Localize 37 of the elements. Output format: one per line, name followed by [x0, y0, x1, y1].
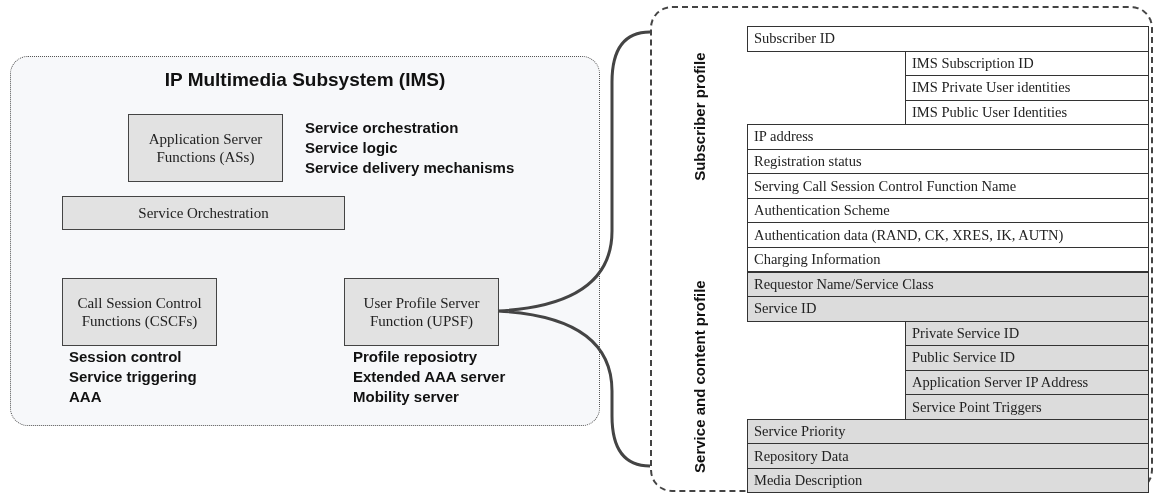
function-box: Call Session Control Functions (CSCFs) [62, 278, 217, 346]
profile-field-row: Media Description [747, 467, 1149, 494]
feature-text: Mobility server [353, 388, 459, 405]
function-box: User Profile Server Function (UPSF) [344, 278, 499, 346]
function-box: Application Server Functions (ASs) [128, 114, 283, 182]
profile-field-row: Private Service ID [905, 320, 1149, 347]
profile-field-row: Authentication Scheme [747, 197, 1149, 224]
profile-panel [650, 6, 1153, 492]
feature-text: Service delivery mechanisms [305, 159, 515, 176]
feature-text: Service orchestration [305, 119, 459, 136]
subsystem-panel [10, 56, 600, 426]
profile-field-row: IMS Subscription ID [905, 50, 1149, 77]
profile-field-row: Public Service ID [905, 345, 1149, 371]
feature-text: Service triggering [69, 368, 197, 385]
profile-field-row: Subscriber ID [747, 26, 1149, 52]
function-box: Service Orchestration [62, 196, 345, 230]
profile-field-row: Repository Data [747, 443, 1149, 469]
feature-text: Service logic [305, 139, 398, 156]
feature-text: AAA [69, 388, 102, 405]
profile-field-row: IMS Public User Identities [905, 99, 1149, 126]
profile-field-row: Service Point Triggers [905, 394, 1149, 420]
profile-field-row: Authentication data (RAND, CK, XRES, IK, AUTN) [747, 222, 1149, 248]
section-label: Service and content profile [691, 279, 709, 475]
profile-field-row: IMS Private User identities [905, 75, 1149, 101]
profile-field-row: Application Server IP Address [905, 369, 1149, 396]
profile-field-row: IP address [747, 124, 1149, 150]
profile-field-row: Charging Information [747, 246, 1149, 273]
feature-text: Extended AAA server [353, 368, 506, 385]
profile-field-row: Registration status [747, 148, 1149, 175]
profile-field-row: Serving Call Session Control Function Name [747, 173, 1149, 199]
profile-field-row: Service ID [747, 296, 1149, 322]
group-title: IP Multimedia Subsystem (IMS) [163, 69, 447, 91]
section-label: Subscriber profile [691, 51, 709, 183]
profile-field-row: Requestor Name/Service Class [747, 271, 1149, 298]
profile-field-row: Service Priority [747, 418, 1149, 445]
feature-text: Profile reposiotry [353, 348, 478, 365]
feature-text: Session control [69, 348, 182, 365]
